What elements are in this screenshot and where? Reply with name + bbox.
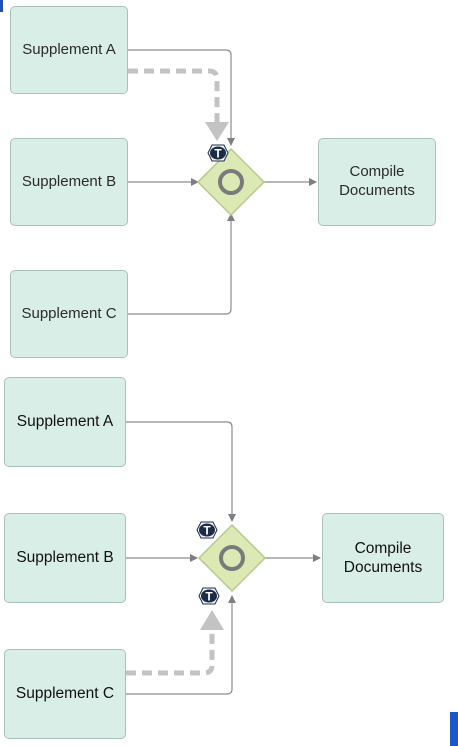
task-compile-documents-2[interactable]: Compile Documents [322, 513, 444, 603]
task-supplement-c-2[interactable]: Supplement C [4, 649, 126, 739]
timer-marker-icon: T [196, 521, 218, 539]
dashed-arrowhead-icon-2 [200, 610, 224, 630]
timer-marker-icon: T [207, 144, 229, 162]
flow-a-to-gateway-1[interactable] [128, 49, 235, 146]
dashed-arrowhead-icon-1 [205, 122, 229, 141]
task-supplement-c-1[interactable]: Supplement C [10, 270, 128, 358]
gateway-diamond-icon[interactable] [197, 523, 267, 593]
flow-a-to-gateway-2[interactable] [126, 421, 236, 522]
gateway-marker-label: T [214, 147, 222, 161]
task-supplement-b-2[interactable]: Supplement B [4, 513, 126, 603]
corner-marker [0, 0, 3, 12]
edge-marker [450, 712, 458, 746]
task-supplement-a-1[interactable]: Supplement A [10, 6, 128, 94]
task-supplement-a-2[interactable]: Supplement A [4, 377, 126, 467]
dashed-flow-a-to-gateway-1[interactable] [128, 68, 220, 122]
flow-c-to-gateway-1[interactable] [128, 213, 235, 315]
task-compile-documents-1[interactable]: Compile Documents [318, 138, 436, 226]
flow-c-to-gateway-2[interactable] [126, 595, 236, 695]
gateway-marker-label: T [205, 590, 213, 604]
gateway-diamond-icon[interactable] [196, 147, 266, 217]
timer-marker-icon: T [198, 587, 220, 605]
task-supplement-b-1[interactable]: Supplement B [10, 138, 128, 226]
dashed-flow-c-to-gateway-2[interactable] [126, 628, 215, 676]
gateway-marker-label: T [203, 524, 211, 538]
